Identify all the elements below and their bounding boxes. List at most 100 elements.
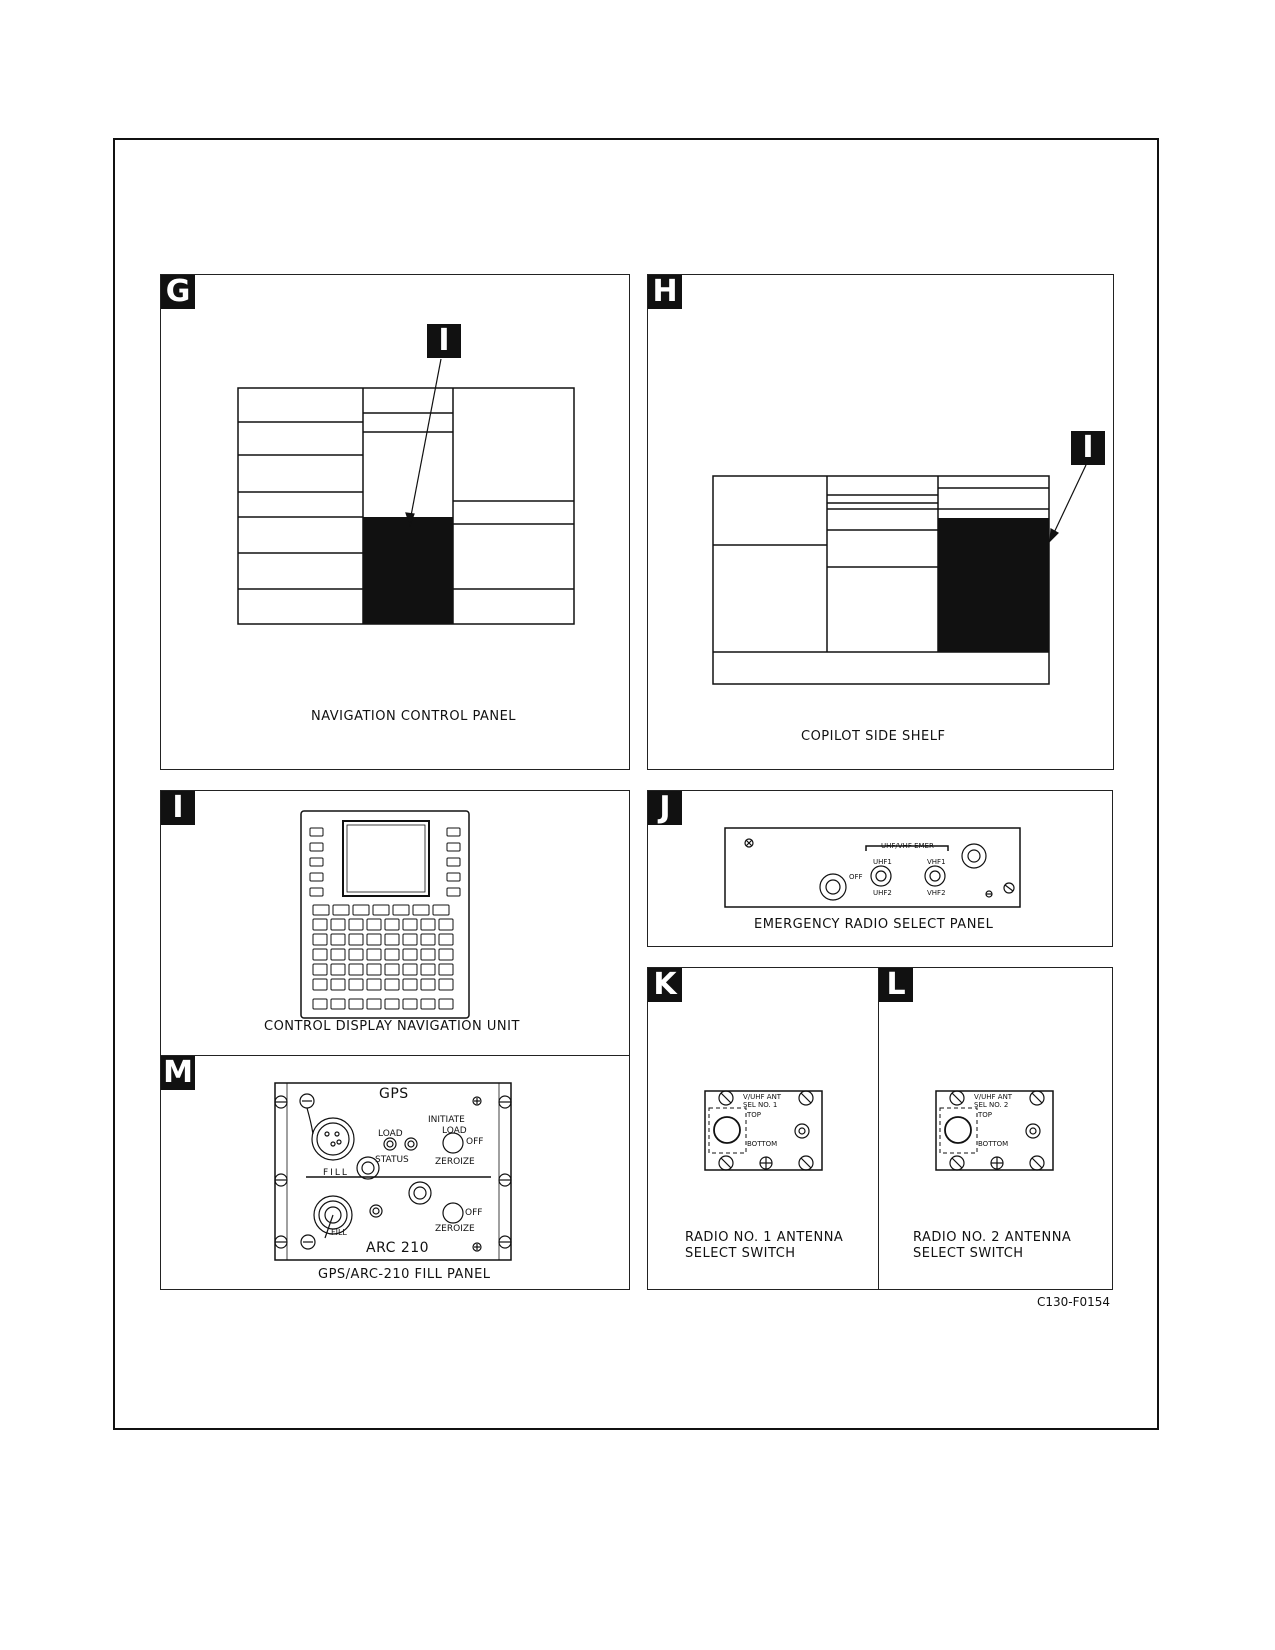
keypad-key [348, 978, 364, 991]
panel-j-caption: EMERGENCY RADIO SELECT PANEL [754, 917, 994, 932]
keypad-key [366, 948, 382, 961]
panel-l-caption-line1: RADIO NO. 2 ANTENNA [913, 1230, 1072, 1245]
panel-l-tag: L [879, 968, 913, 1002]
antenna-select-knob [713, 1116, 741, 1144]
function-key [312, 904, 330, 916]
keypad-key [438, 933, 454, 946]
vuhf-ant-label: V/UHF ANT [974, 1093, 1013, 1101]
keypad-key [420, 948, 436, 961]
keypad-key [438, 948, 454, 961]
bottom-label: BOTTOM [747, 1140, 778, 1148]
keypad-key [420, 978, 436, 991]
fill-label-arc: FILL [331, 1228, 347, 1237]
fill-label-gps: FILL [323, 1168, 349, 1178]
panel-k-caption-line2: SELECT SWITCH [685, 1246, 796, 1261]
panel-m: M [160, 1055, 630, 1290]
panel-i-caption: CONTROL DISPLAY NAVIGATION UNIT [264, 1019, 520, 1034]
panel-h: H I COPILOT SIDE SHELF [647, 274, 1114, 770]
keypad-key [330, 918, 346, 931]
cdnu-location-highlight [363, 517, 453, 624]
group-bracket [865, 845, 949, 851]
switch-screws [718, 1090, 814, 1171]
cdnu-location-highlight [938, 518, 1049, 652]
bottom-key [312, 998, 328, 1010]
line-select-key [446, 872, 461, 882]
keypad-key [420, 918, 436, 931]
vuhf-ant-label: V/UHF ANT [743, 1093, 782, 1101]
mounting-screws [274, 1093, 512, 1252]
bottom-keys [312, 998, 454, 1010]
keypad-key [420, 963, 436, 976]
switch-panel-outline [935, 1090, 1054, 1171]
load-label: LOAD [378, 1129, 403, 1139]
function-key [392, 904, 410, 916]
figure-frame [113, 138, 1159, 1430]
switch-dashed-box [939, 1107, 978, 1154]
bottom-label: BOTTOM [978, 1140, 1009, 1148]
panel-l: L V/UHF ANT SEL NO. 2 TOP BOTTOM RADIO N… [878, 967, 1113, 1290]
keypad-key [420, 933, 436, 946]
arc210-fill-connector [313, 1195, 353, 1239]
sel-no-label: SEL NO. 2 [974, 1101, 1009, 1109]
line-select-key [446, 842, 461, 852]
line-select-key [309, 827, 324, 837]
antenna-switch-2-drawing [935, 1090, 1054, 1171]
line-select-keys [309, 827, 461, 897]
emergency-panel-knobs [744, 838, 1015, 901]
keypad-key [438, 918, 454, 931]
bottom-key [330, 998, 346, 1010]
keypad-key [312, 933, 328, 946]
panel-l-caption-line2: SELECT SWITCH [913, 1246, 1024, 1261]
navigation-control-panel-drawing [237, 358, 575, 625]
line-select-key [446, 857, 461, 867]
function-key [412, 904, 430, 916]
antenna-switch-1-drawing [704, 1090, 823, 1171]
arc210-knobs [369, 1181, 464, 1224]
gps-fill-panel-drawing [274, 1082, 512, 1261]
figure-reference: C130-F0154 [1037, 1295, 1111, 1309]
keypad-key [348, 963, 364, 976]
gps-label: GPS [379, 1086, 409, 1102]
callout-arrow [405, 358, 442, 527]
callout-arrow [1049, 464, 1087, 543]
panel-i: I CONTROL DISPLAY NAVIGATION UNIT [160, 790, 630, 1056]
bottom-key [420, 998, 436, 1010]
panel-m-tag: M [161, 1056, 195, 1090]
uhf2-label: UHF2 [873, 889, 892, 897]
bottom-key [438, 998, 454, 1010]
panel-j-tag: J [648, 791, 682, 825]
switch-screws [949, 1090, 1045, 1171]
panel-g: G I NAVIGATION CONTROL PANEL [160, 274, 630, 770]
line-select-key [309, 872, 324, 882]
shelf-outline [712, 475, 1050, 685]
off-label-gps: OFF [466, 1137, 484, 1147]
switch-dashed-box [708, 1107, 747, 1154]
uhf1-label: UHF1 [873, 858, 892, 866]
vhf1-label: VHF1 [927, 858, 946, 866]
keypad-key [402, 978, 418, 991]
keypad-key [348, 948, 364, 961]
keypad-key [330, 978, 346, 991]
function-key [432, 904, 450, 916]
off-label: OFF [849, 873, 863, 881]
keypad-key [366, 963, 382, 976]
keypad-key [330, 933, 346, 946]
keypad-key [312, 918, 328, 931]
emergency-panel-outline [724, 827, 1021, 908]
zeroize-label-gps: ZEROIZE [435, 1157, 475, 1167]
gps-knobs [356, 1132, 464, 1180]
keypad [312, 918, 454, 991]
keypad-key [384, 963, 400, 976]
keypad-key [312, 948, 328, 961]
cdnu-drawing [300, 810, 470, 1019]
panel-h-callout-tag: I [1071, 431, 1105, 465]
keypad-key [402, 918, 418, 931]
panel-g-callout-tag: I [427, 324, 461, 358]
function-key [332, 904, 350, 916]
zeroize-label-arc: ZEROIZE [435, 1224, 475, 1234]
panel-m-caption: GPS/ARC-210 FILL PANEL [318, 1267, 491, 1282]
keypad-key [366, 978, 382, 991]
panel-k-tag: K [648, 968, 682, 1002]
status-label: STATUS [375, 1155, 409, 1165]
keypad-key [384, 933, 400, 946]
